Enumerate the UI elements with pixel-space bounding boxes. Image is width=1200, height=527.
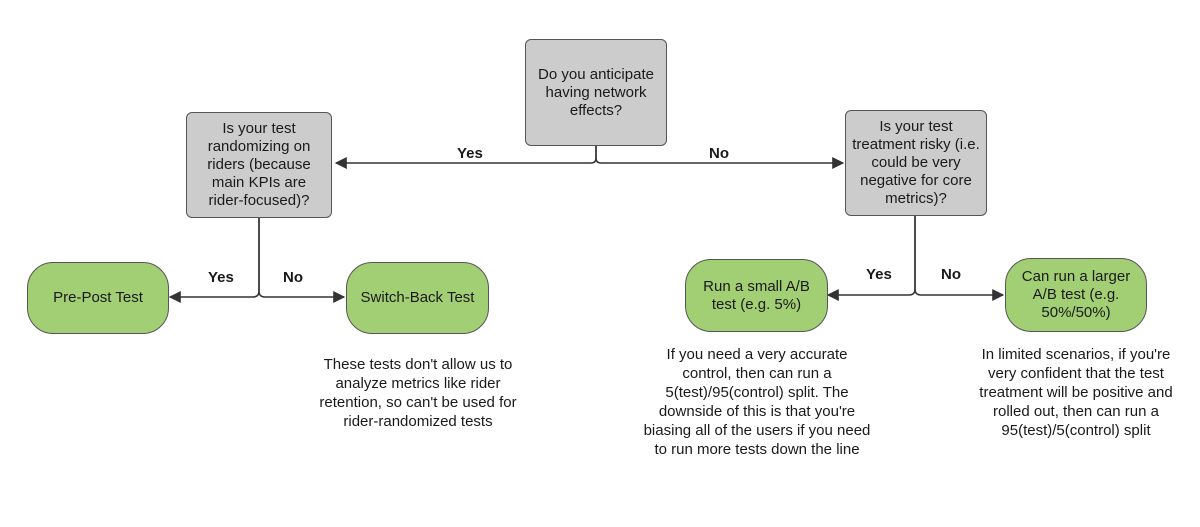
question-randomizing-riders-text: Is your test randomizing on riders (beca…	[207, 120, 311, 209]
note-larger-ab: In limited scenarios, if you're very con…	[979, 346, 1173, 439]
edge-label-left-yes: Yes	[208, 269, 234, 286]
outcome-small-ab-test-text: Run a small A/B test (e.g. 5%)	[703, 277, 810, 313]
outcome-switch-back-test-text: Switch-Back Test	[360, 289, 475, 306]
outcome-pre-post-test-text: Pre-Post Test	[53, 289, 143, 306]
outcome-small-ab-test: Run a small A/B test (e.g. 5%)	[685, 259, 828, 332]
question-network-effects: Do you anticipate having network effects…	[525, 39, 667, 146]
edge-top-no	[595, 146, 845, 169]
note-small-ab: If you need a very accurate control, the…	[643, 346, 871, 458]
edge-label-right-yes: Yes	[866, 266, 892, 283]
edge-left-no	[258, 218, 346, 303]
edge-label-right-no: No	[941, 266, 961, 283]
edge-right-yes	[826, 216, 916, 301]
outcome-larger-ab-test: Can run a larger A/B test (e.g. 50%/50%)	[1005, 258, 1147, 332]
note-switch-back: These tests don't allow us to analyze me…	[319, 356, 517, 430]
outcome-larger-ab-test-text: Can run a larger A/B test (e.g. 50%/50%)	[1021, 268, 1131, 321]
question-randomizing-riders: Is your test randomizing on riders (beca…	[186, 112, 332, 218]
question-treatment-risky-text: Is your test treatment risky (i.e. could…	[852, 118, 980, 207]
edge-label-left-no: No	[283, 269, 303, 286]
outcome-switch-back-test: Switch-Back Test	[346, 262, 489, 334]
question-network-effects-text: Do you anticipate having network effects…	[538, 65, 654, 119]
question-treatment-risky: Is your test treatment risky (i.e. could…	[845, 110, 987, 216]
edge-label-top-no: No	[709, 145, 729, 162]
edge-right-no	[914, 216, 1005, 301]
edge-label-top-yes: Yes	[457, 145, 483, 162]
outcome-pre-post-test: Pre-Post Test	[27, 262, 169, 334]
